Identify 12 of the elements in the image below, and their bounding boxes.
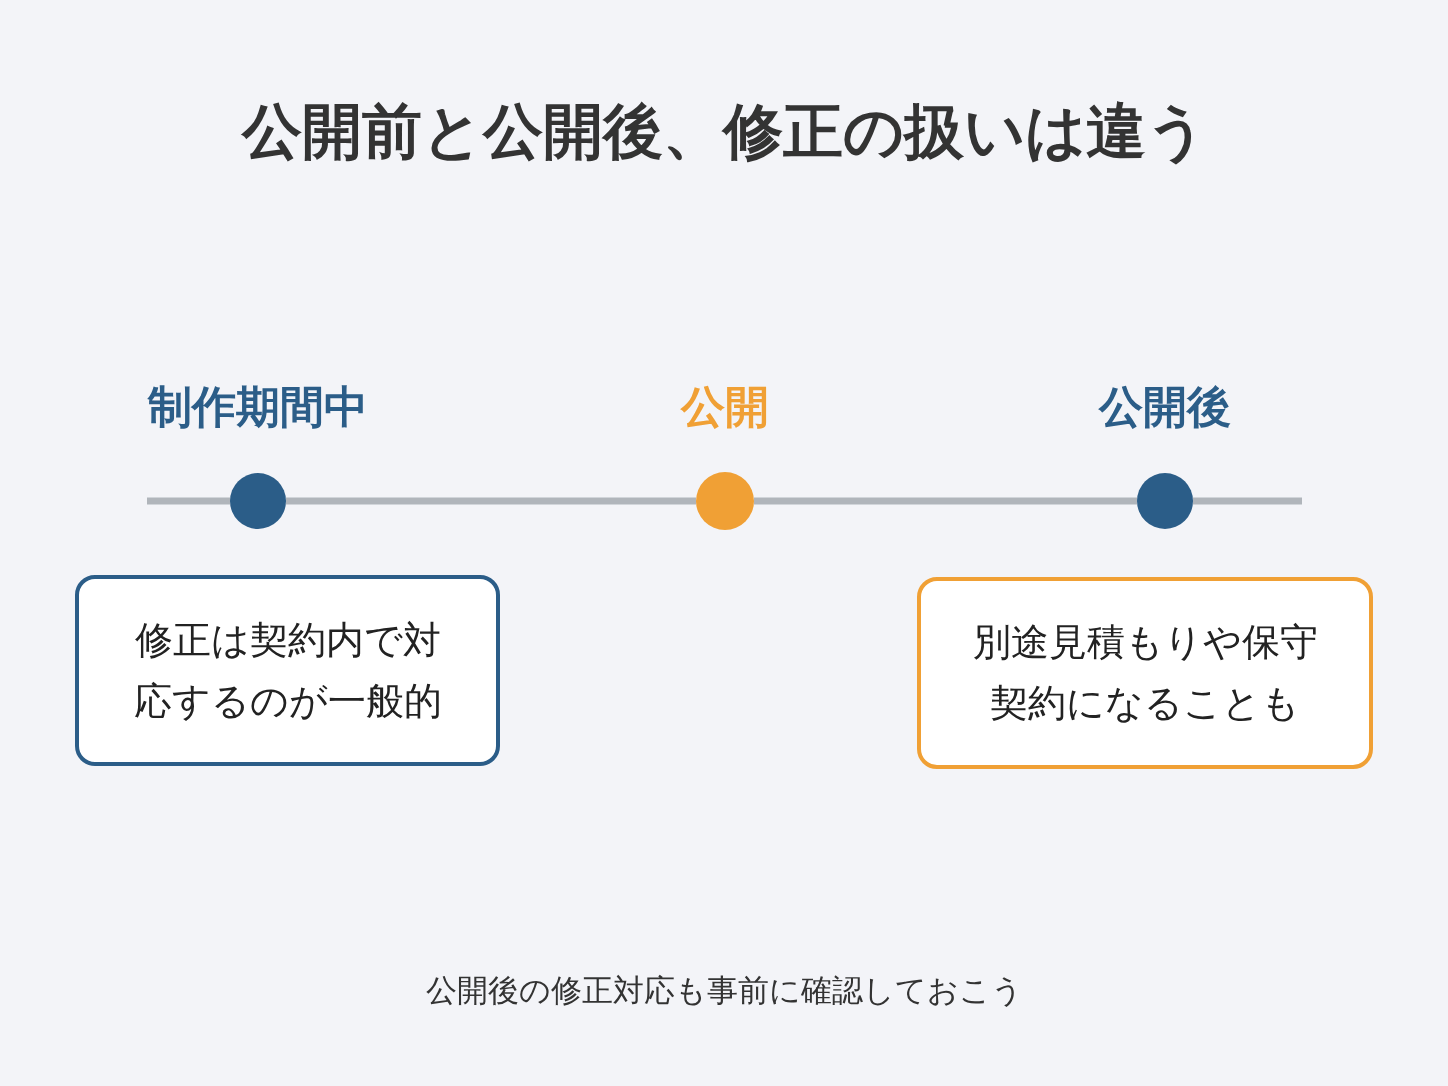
timeline-dot	[230, 473, 286, 529]
timeline-dot	[1137, 473, 1193, 529]
caption: 公開後の修正対応も事前に確認しておこう	[424, 971, 1024, 1010]
timeline-line	[754, 497, 1137, 505]
note-box: 修正は契約内で対応するのが一般的	[75, 575, 500, 766]
title: 公開前と公開後、修正の扱いは違う	[240, 95, 1208, 168]
timeline-dot	[696, 472, 754, 530]
timeline-line	[286, 497, 696, 505]
stage-label: 公開	[681, 380, 769, 434]
stage-label: 公開後	[1099, 380, 1231, 434]
note-box: 別途見積もりや保守契約になることも	[917, 577, 1373, 769]
stage-label: 制作期間中	[148, 380, 368, 434]
